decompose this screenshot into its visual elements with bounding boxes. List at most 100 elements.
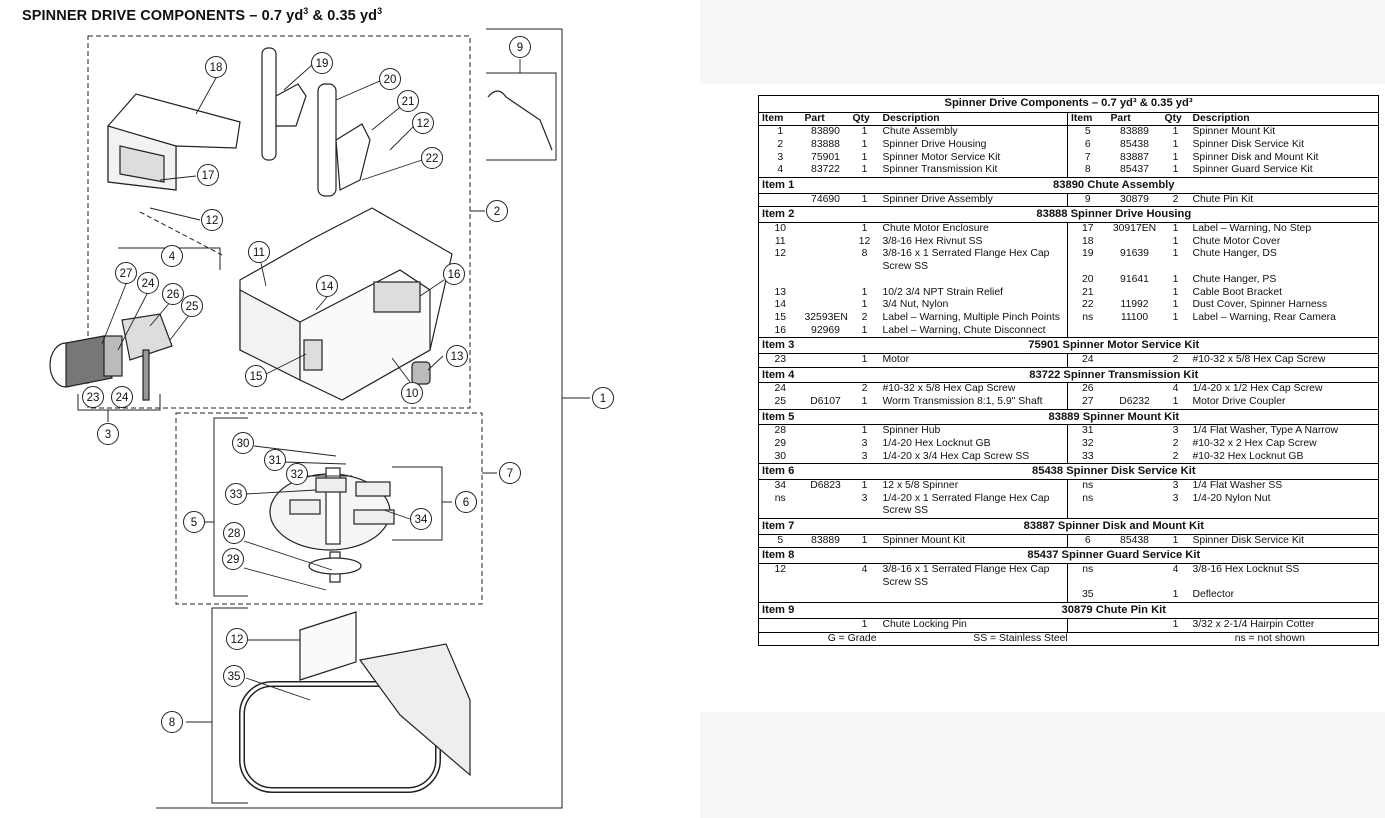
cell-qty: 1 xyxy=(861,139,868,151)
cell-qty: 1 xyxy=(1172,395,1179,407)
cell-part xyxy=(802,223,850,236)
cell-description: Spinner Disk and Mount Kit xyxy=(1192,151,1319,163)
cell-part xyxy=(802,564,850,590)
cell-qty: 1 xyxy=(1172,151,1179,163)
cell-part xyxy=(802,248,850,273)
cell-qty xyxy=(1162,325,1190,338)
cell-qty: 2 xyxy=(1172,450,1179,462)
svg-text:30: 30 xyxy=(237,438,250,450)
cell-qty: 1 xyxy=(861,395,868,407)
cell-description: 3/32 x 2-1/4 Hairpin Cotter xyxy=(1192,618,1315,630)
svg-text:9: 9 xyxy=(517,42,523,54)
cell-qty: 1 xyxy=(1172,164,1179,176)
cell-part xyxy=(802,353,850,367)
cell-part xyxy=(1108,493,1162,519)
svg-text:31: 31 xyxy=(269,455,282,467)
cell-qty: 1 xyxy=(1172,126,1179,138)
column-header: Qty xyxy=(849,112,880,127)
cell-item: 25 xyxy=(774,395,787,407)
section-label: Item 9 xyxy=(758,602,850,619)
callout-18: 18 xyxy=(205,56,227,78)
cell-description: #10-32 x 5/8 Hex Cap Screw xyxy=(1192,353,1326,365)
cell-qty xyxy=(850,274,880,287)
cell-item: 14 xyxy=(774,299,787,311)
svg-text:5: 5 xyxy=(191,517,197,529)
cell-item: ns xyxy=(1082,311,1094,323)
cell-description: 10/2 3/4 NPT Strain Relief xyxy=(879,286,1068,300)
section-title: 83889 Spinner Mount Kit xyxy=(849,408,1379,426)
cell-qty: 2 xyxy=(1172,193,1179,205)
cell-item: 10 xyxy=(774,223,787,235)
callout-35: 35 xyxy=(223,665,245,687)
cell-part xyxy=(1108,451,1162,464)
cell-part: 91639 xyxy=(1120,248,1149,260)
cell-item: 20 xyxy=(1081,273,1094,285)
cell-item: 6 xyxy=(1084,139,1091,151)
cell-description: Chute Hanger, DS xyxy=(1192,248,1277,260)
cell-description xyxy=(1190,325,1379,338)
callout-9: 9 xyxy=(509,36,531,58)
svg-text:27: 27 xyxy=(120,268,133,280)
section-label: Item 5 xyxy=(758,408,850,426)
svg-text:17: 17 xyxy=(202,170,215,182)
callout-3: 3 xyxy=(97,423,119,445)
cell-qty: 1 xyxy=(1172,139,1179,151)
svg-text:26: 26 xyxy=(167,289,180,301)
cell-description: 12 x 5/8 Spinner xyxy=(879,479,1068,493)
section-title: 85438 Spinner Disk Service Kit xyxy=(849,463,1379,481)
svg-text:20: 20 xyxy=(384,74,397,86)
cell-qty: 1 xyxy=(1172,299,1179,311)
cell-description: 3/4 Nut, Nylon xyxy=(879,299,1068,312)
cell-qty: 1 xyxy=(861,151,868,163)
cell-item: 15 xyxy=(774,311,787,323)
legend-not-shown: ns = not shown xyxy=(1161,631,1379,646)
cell-description xyxy=(879,589,1068,603)
svg-text:6: 6 xyxy=(463,497,469,509)
cell-part xyxy=(802,451,850,464)
cell-qty: 1 xyxy=(861,126,868,138)
cell-part: 11100 xyxy=(1120,311,1149,323)
cell-item: 13 xyxy=(774,286,787,298)
cell-qty: 1 xyxy=(861,618,868,630)
cell-description: Spinner Mount Kit xyxy=(879,534,1068,548)
cell-description: Motor Drive Coupler xyxy=(1192,395,1286,407)
cell-description: Chute Pin Kit xyxy=(1192,193,1254,205)
cell-part xyxy=(802,274,850,287)
callout-4: 4 xyxy=(161,245,183,267)
callout-33: 33 xyxy=(225,483,247,505)
cell-qty: 1 xyxy=(861,534,868,546)
cell-item: 12 xyxy=(774,248,787,260)
cell-description: Chute Hanger, PS xyxy=(1192,273,1277,285)
svg-text:34: 34 xyxy=(415,514,428,526)
cell-part xyxy=(1108,564,1162,590)
cell-item: 27 xyxy=(1081,395,1094,407)
callout-6: 6 xyxy=(455,491,477,513)
cell-item: 31 xyxy=(1081,425,1094,437)
cell-item xyxy=(759,193,802,207)
cell-qty: 1 xyxy=(1172,589,1179,601)
cell-item: 17 xyxy=(1081,223,1094,235)
cell-item: 22 xyxy=(1081,299,1094,311)
cell-description: Chute Motor Cover xyxy=(1192,235,1281,247)
cell-description: Spinner Disk Service Kit xyxy=(1192,139,1304,151)
cell-part xyxy=(1108,353,1162,367)
column-header: Item xyxy=(1067,112,1108,127)
svg-text:18: 18 xyxy=(210,62,223,74)
cell-description: Deflector xyxy=(1192,589,1235,601)
cell-description: Chute Locking Pin xyxy=(879,618,1068,632)
cell-item: 19 xyxy=(1081,248,1094,260)
cell-item: 1 xyxy=(777,126,784,138)
